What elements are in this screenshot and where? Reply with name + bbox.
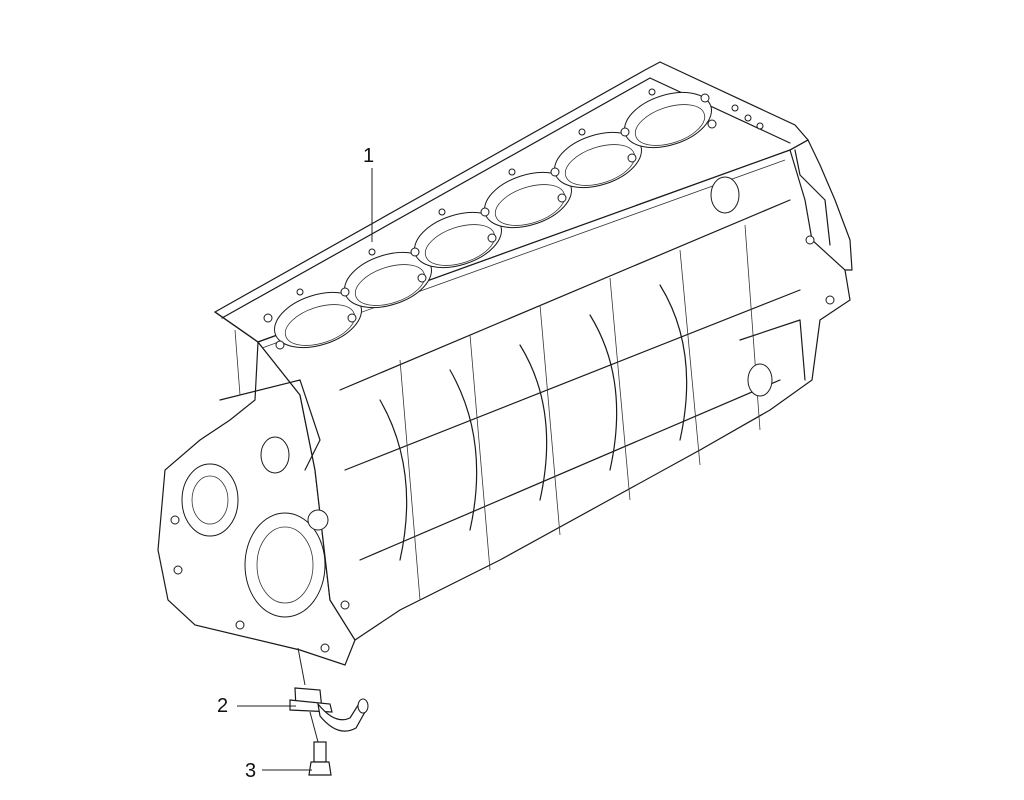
leader-lines bbox=[237, 168, 373, 771]
callout-2: 2 bbox=[217, 695, 229, 717]
head-bolt-holes bbox=[263, 88, 764, 350]
front-end-housing bbox=[170, 329, 350, 653]
rear-end-details bbox=[710, 176, 835, 397]
pipe-fitting-part-2 bbox=[289, 647, 369, 732]
callout-1: 1 bbox=[363, 145, 375, 167]
block-ribs bbox=[339, 199, 801, 601]
callout-3: 3 bbox=[245, 760, 257, 782]
cylinder-bores bbox=[274, 91, 712, 349]
cylinder-block bbox=[157, 61, 853, 666]
bolt-part-3 bbox=[308, 711, 332, 776]
